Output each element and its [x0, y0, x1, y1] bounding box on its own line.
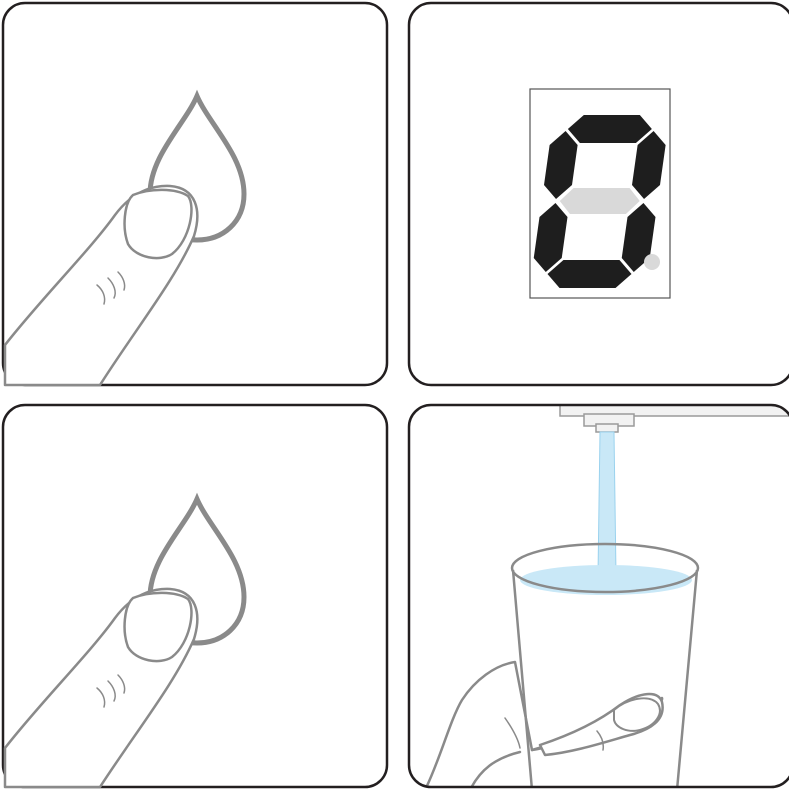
seven-segment-display-icon: [530, 89, 670, 298]
decimal-point: [644, 254, 660, 270]
water-surface: [520, 565, 692, 595]
panel-4: [409, 400, 789, 789]
finger-touch-drop-icon: [5, 499, 244, 787]
panel-1: [3, 3, 387, 385]
hand-lower: [470, 752, 520, 789]
segment-g: [558, 188, 642, 214]
segment-a: [566, 115, 654, 143]
panel-2: [409, 3, 789, 385]
tap-nozzle-tip: [596, 424, 618, 432]
segment-d: [546, 260, 634, 288]
finger-touch-drop-icon: [5, 96, 244, 385]
panel-3: [3, 405, 387, 787]
water-stream: [598, 432, 616, 575]
water-dispensing-into-cup-icon: [425, 400, 789, 789]
cup-body: [513, 570, 697, 789]
